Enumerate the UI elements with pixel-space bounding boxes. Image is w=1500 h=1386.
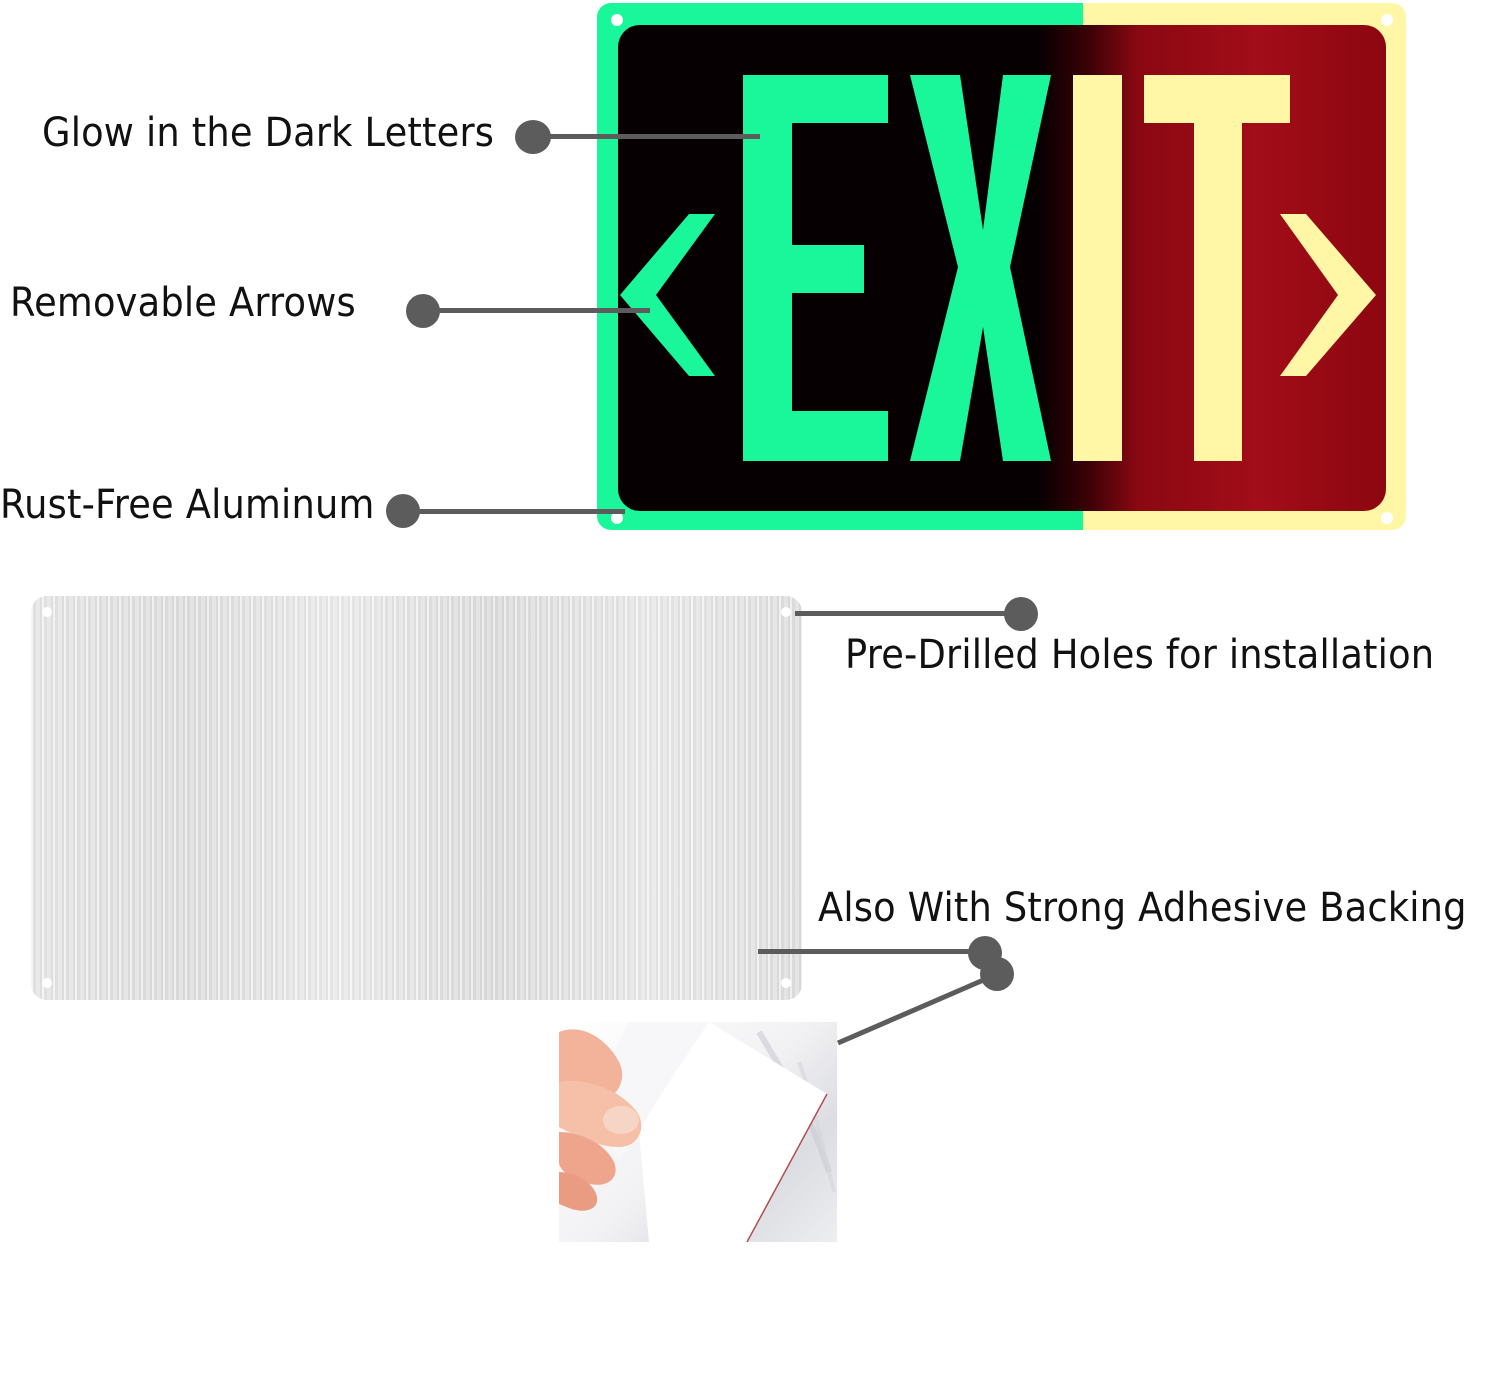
callout-diagonal-line [837, 972, 996, 1046]
callout-line [545, 134, 760, 139]
mounting-hole [42, 978, 52, 988]
exit-lettering [620, 75, 1376, 461]
mounting-hole [781, 978, 791, 988]
callout-pre-drilled-holes: Pre-Drilled Holes for installation [845, 632, 1435, 678]
callout-dot [1004, 597, 1038, 631]
mounting-hole [1381, 512, 1393, 524]
callout-dot [980, 957, 1014, 991]
callout-adhesive-backing: Also With Strong Adhesive Backing [818, 885, 1467, 931]
mounting-hole [1381, 14, 1393, 26]
left-arrow-icon [620, 214, 715, 376]
callout-line [795, 611, 1025, 616]
callout-rust-free-aluminum: Rust-Free Aluminum [0, 482, 375, 528]
callout-line [430, 308, 650, 313]
callout-glow-letters: Glow in the Dark Letters [42, 110, 495, 156]
mounting-hole [42, 607, 52, 617]
mounting-hole [781, 607, 791, 617]
callout-line [758, 949, 988, 954]
callout-line [410, 509, 625, 514]
adhesive-peel-photo [559, 1022, 837, 1242]
exit-sign-image [597, 3, 1406, 530]
aluminum-back-plate-image [31, 596, 802, 1000]
callout-removable-arrows: Removable Arrows [10, 280, 356, 326]
right-arrow-icon [1280, 214, 1376, 376]
sign-face [618, 25, 1386, 511]
mounting-hole [611, 512, 623, 524]
peel-illustration [559, 1022, 836, 1242]
mounting-hole [611, 14, 623, 26]
